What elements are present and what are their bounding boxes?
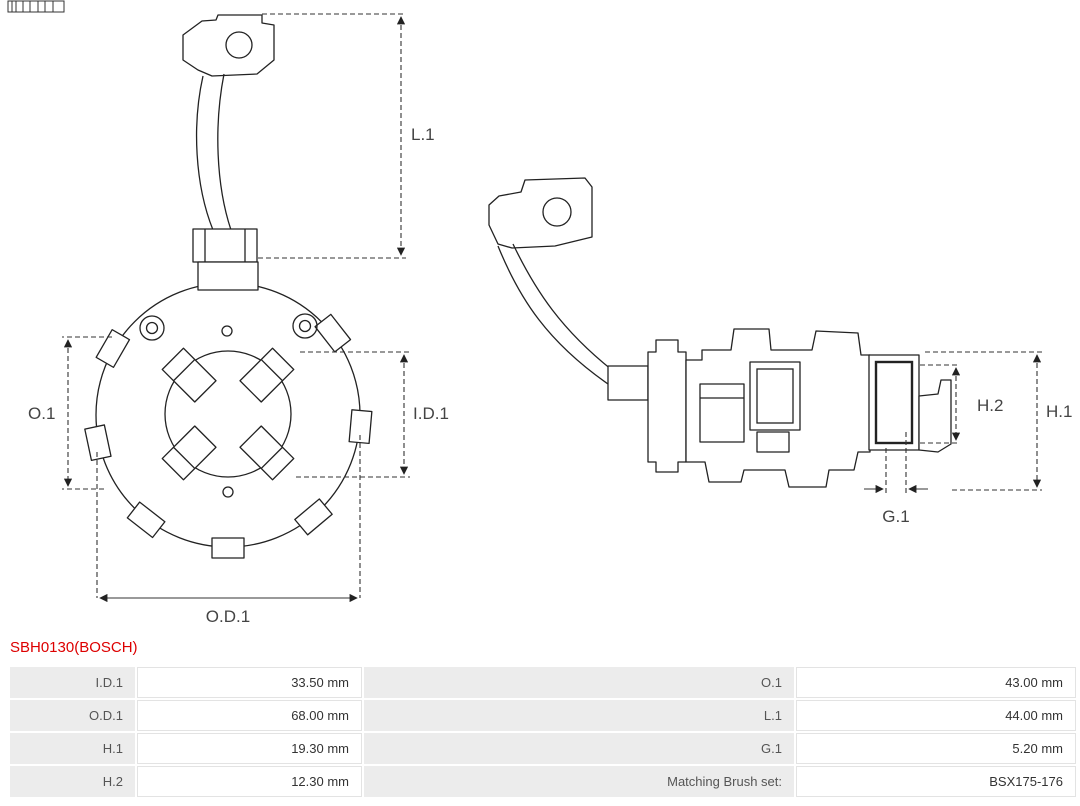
dim-label-ID1: I.D.1	[413, 404, 449, 423]
side-wire	[497, 245, 609, 385]
side-inner-box-3	[756, 431, 790, 453]
spec-value-g1: 5.20 mm	[796, 733, 1076, 764]
side-wire-terminal	[607, 365, 649, 401]
side-view-drawing	[488, 177, 952, 488]
side-inner-box-2	[749, 361, 801, 431]
front-view-dimensions	[62, 13, 410, 603]
side-connector-hole	[542, 197, 572, 227]
part-number-title: SBH0130(BOSCH)	[10, 639, 138, 656]
spec-value-h1: 19.30 mm	[137, 733, 362, 764]
side-inner-box-1	[699, 383, 745, 443]
spec-value-od1: 68.00 mm	[137, 700, 362, 731]
barcode-fragment	[7, 0, 65, 13]
spec-value-brushset: BSX175-176	[796, 766, 1076, 797]
side-view-dimensions	[864, 351, 1042, 494]
dim-label-H1: H.1	[1046, 402, 1072, 421]
dim-label-OD1: O.D.1	[206, 607, 250, 626]
side-brush-outer	[868, 354, 920, 451]
side-right-foot	[918, 379, 952, 453]
dim-label-L1: L.1	[411, 125, 435, 144]
spec-label-l1: L.1	[364, 700, 794, 731]
front-connector-hole	[225, 31, 253, 59]
front-top-housing	[197, 261, 259, 291]
dim-label-G1: G.1	[882, 507, 909, 526]
side-left-bracket	[647, 339, 687, 473]
spec-value-l1: 44.00 mm	[796, 700, 1076, 731]
side-brush-inner	[874, 360, 914, 445]
spec-table: I.D.1 33.50 mm O.1 43.00 mm O.D.1 68.00 …	[10, 667, 1076, 797]
front-wire-2	[217, 73, 232, 231]
spec-value-id1: 33.50 mm	[137, 667, 362, 698]
technical-diagram: L.1 O.1 I.D.1 O.D.1 H.2 H.1 G.1	[7, 0, 1072, 626]
spec-value-o1: 43.00 mm	[796, 667, 1076, 698]
dim-label-O1: O.1	[28, 404, 55, 423]
front-brush-block	[192, 228, 258, 263]
front-screw-holes	[139, 313, 318, 498]
front-rim-tabs	[84, 313, 373, 559]
side-inner-box-2b	[756, 368, 794, 424]
spec-label-h1: H.1	[10, 733, 135, 764]
side-wire-2	[512, 243, 613, 371]
dim-label-H2: H.2	[977, 396, 1003, 415]
front-brush-holders	[161, 347, 295, 481]
spec-value-h2: 12.30 mm	[137, 766, 362, 797]
front-view-drawing	[84, 14, 373, 559]
front-wire	[195, 75, 214, 231]
spec-label-h2: H.2	[10, 766, 135, 797]
spec-label-od1: O.D.1	[10, 700, 135, 731]
spec-label-brushset: Matching Brush set:	[364, 766, 794, 797]
side-connector-tab	[488, 177, 593, 249]
spec-label-g1: G.1	[364, 733, 794, 764]
spec-label-o1: O.1	[364, 667, 794, 698]
spec-label-id1: I.D.1	[10, 667, 135, 698]
